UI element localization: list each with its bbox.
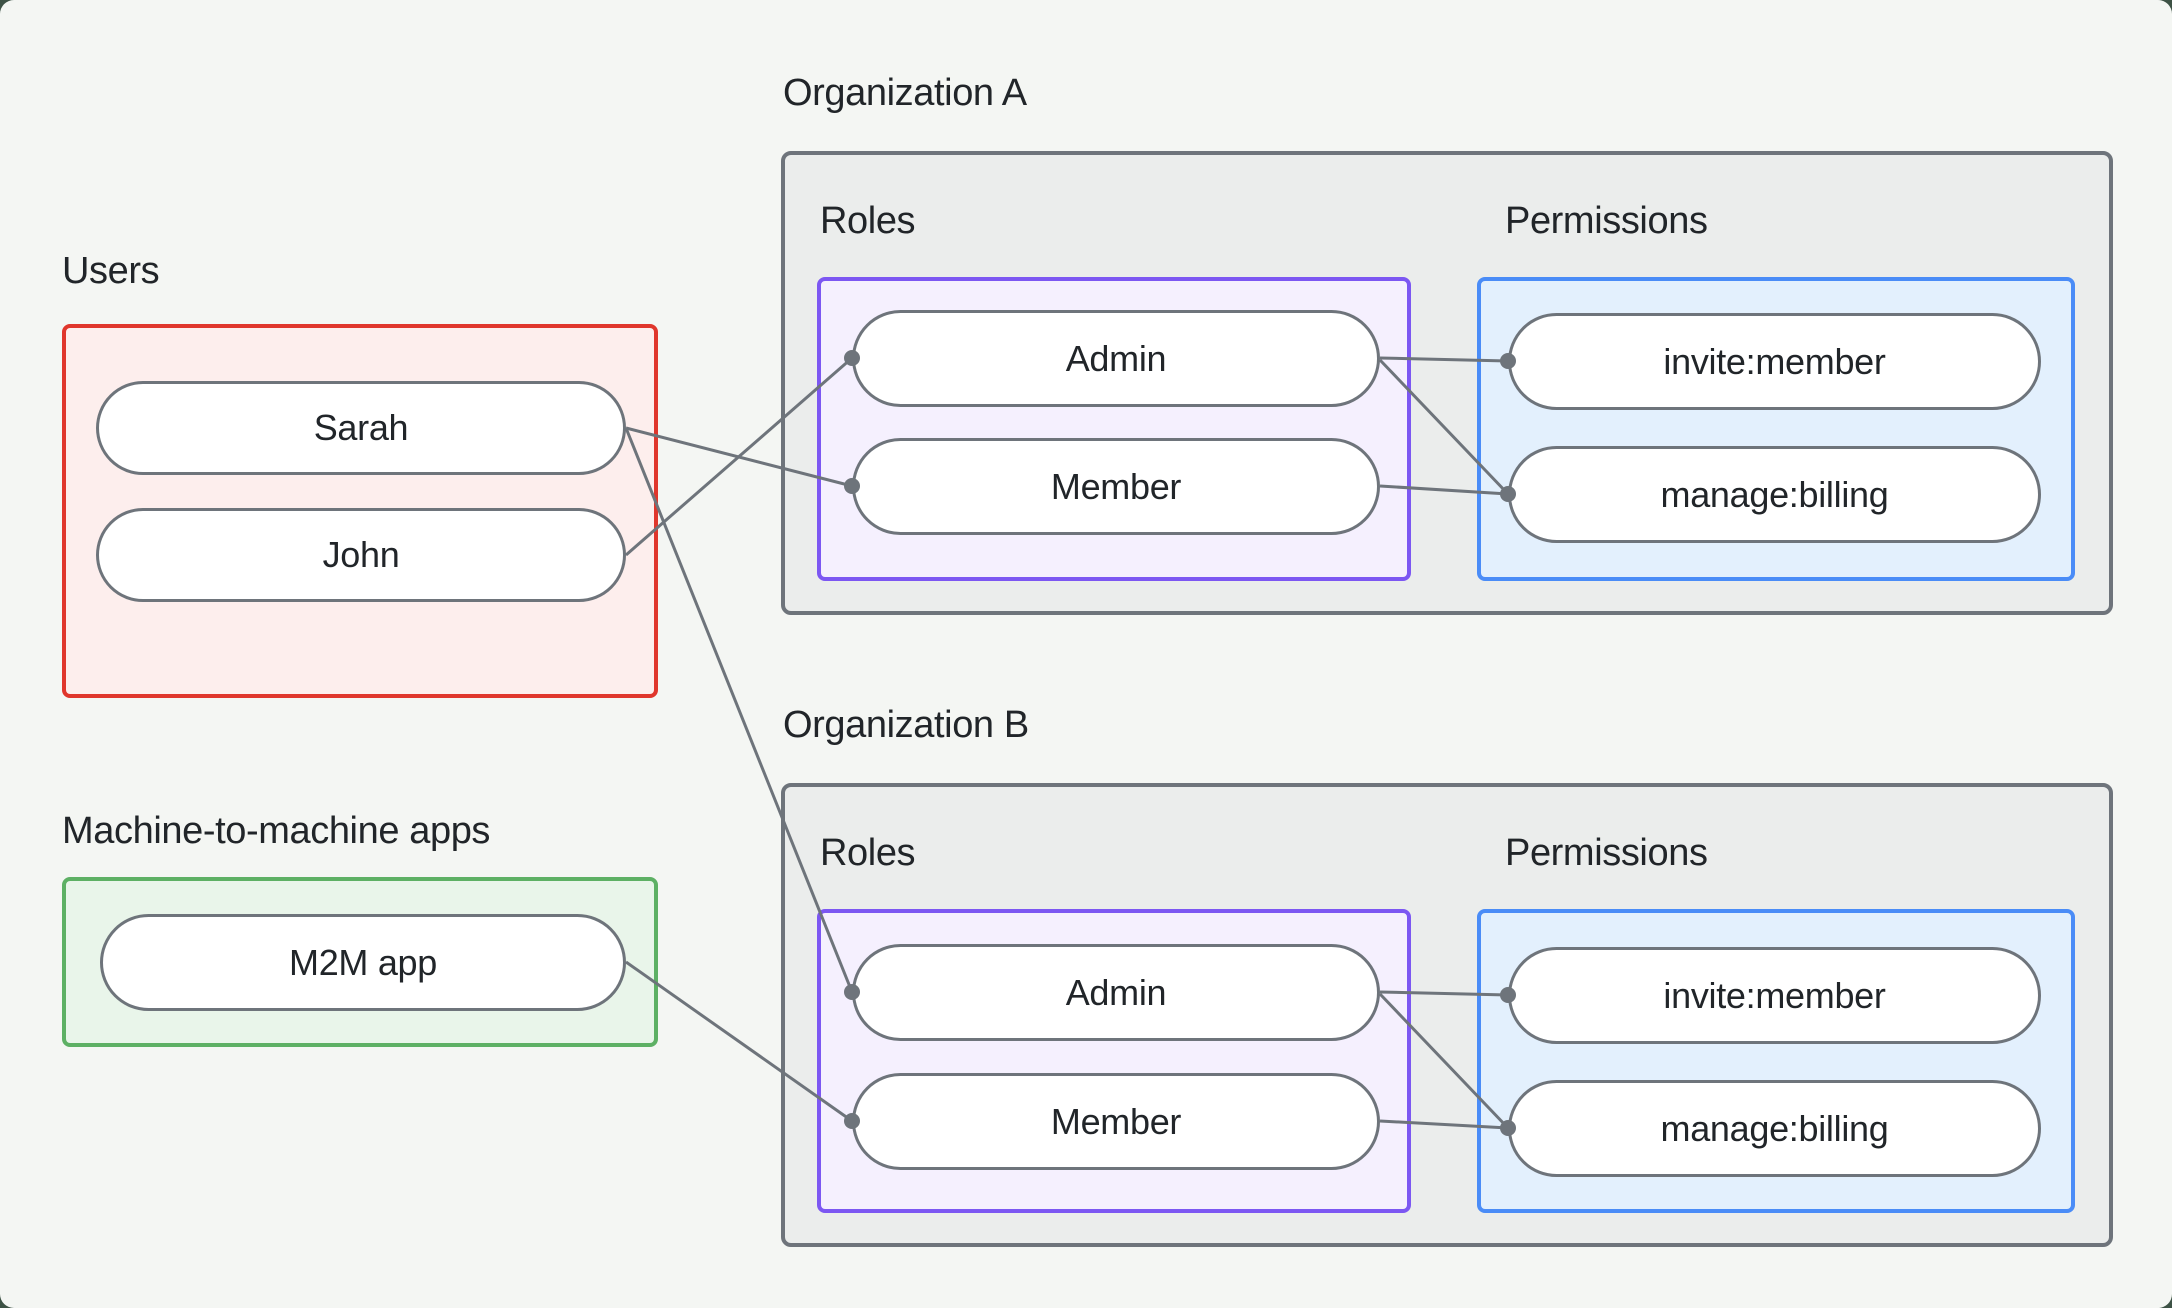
org-a-role-admin-label: Admin: [1065, 337, 1167, 379]
org-a-role-member-label: Member: [1050, 465, 1182, 507]
org-b-title: Organization B: [783, 704, 1029, 746]
org-a-permissions-label: Permissions: [1505, 200, 1708, 242]
m2m-app-pill-label: M2M app: [289, 941, 437, 983]
org-b-role-member-label: Member: [1050, 1100, 1182, 1142]
org-b-permission-invite-label: invite:member: [1663, 974, 1886, 1016]
org-b-permissions-label: Permissions: [1505, 832, 1708, 874]
org-a-role-pill-admin: Admin: [852, 310, 1380, 407]
org-a-permission-pill-manage-billing: manage:billing: [1508, 446, 2041, 543]
org-a-permission-pill-invite-member: invite:member: [1508, 313, 2041, 410]
org-b-permission-pill-manage-billing: manage:billing: [1508, 1080, 2041, 1177]
org-b-role-pill-admin: Admin: [852, 944, 1380, 1041]
users-group-label: Users: [62, 250, 160, 292]
org-a-permission-invite-label: invite:member: [1663, 340, 1886, 382]
org-b-permission-pill-invite-member: invite:member: [1508, 947, 2041, 1044]
user-pill-sarah: Sarah: [96, 381, 626, 475]
org-b-roles-label: Roles: [820, 832, 916, 874]
user-pill-john-label: John: [322, 534, 400, 575]
m2m-app-pill: M2M app: [100, 914, 626, 1011]
org-b-role-admin-label: Admin: [1065, 971, 1167, 1013]
org-b-role-pill-member: Member: [852, 1073, 1380, 1170]
org-b-permission-billing-label: manage:billing: [1660, 1107, 1889, 1149]
org-a-title: Organization A: [783, 72, 1027, 114]
org-a-permission-billing-label: manage:billing: [1660, 473, 1889, 515]
user-pill-john: John: [96, 508, 626, 602]
org-a-roles-label: Roles: [820, 200, 916, 242]
m2m-group-label: Machine-to-machine apps: [62, 810, 491, 852]
user-pill-sarah-label: Sarah: [313, 407, 409, 448]
org-a-role-pill-member: Member: [852, 438, 1380, 535]
